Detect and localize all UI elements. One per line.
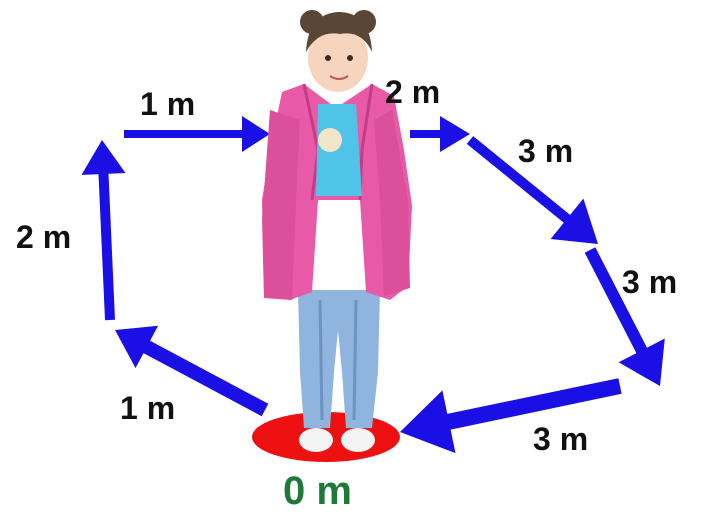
segment-3-label: 1 m	[120, 390, 175, 426]
origin-label: 0 m	[283, 469, 352, 512]
segment-7-label: 3 m	[533, 421, 588, 457]
arrow-seg-4	[82, 140, 126, 320]
segment-2-label: 2 m	[385, 74, 440, 110]
arrow-seg-2	[410, 116, 470, 152]
segment-6-label: 3 m	[622, 264, 677, 300]
segment-5-label: 3 m	[518, 133, 573, 169]
segment-1-label: 1 m	[140, 86, 195, 122]
segment-4-label: 2 m	[16, 219, 71, 255]
arrow-seg-7	[400, 378, 622, 453]
